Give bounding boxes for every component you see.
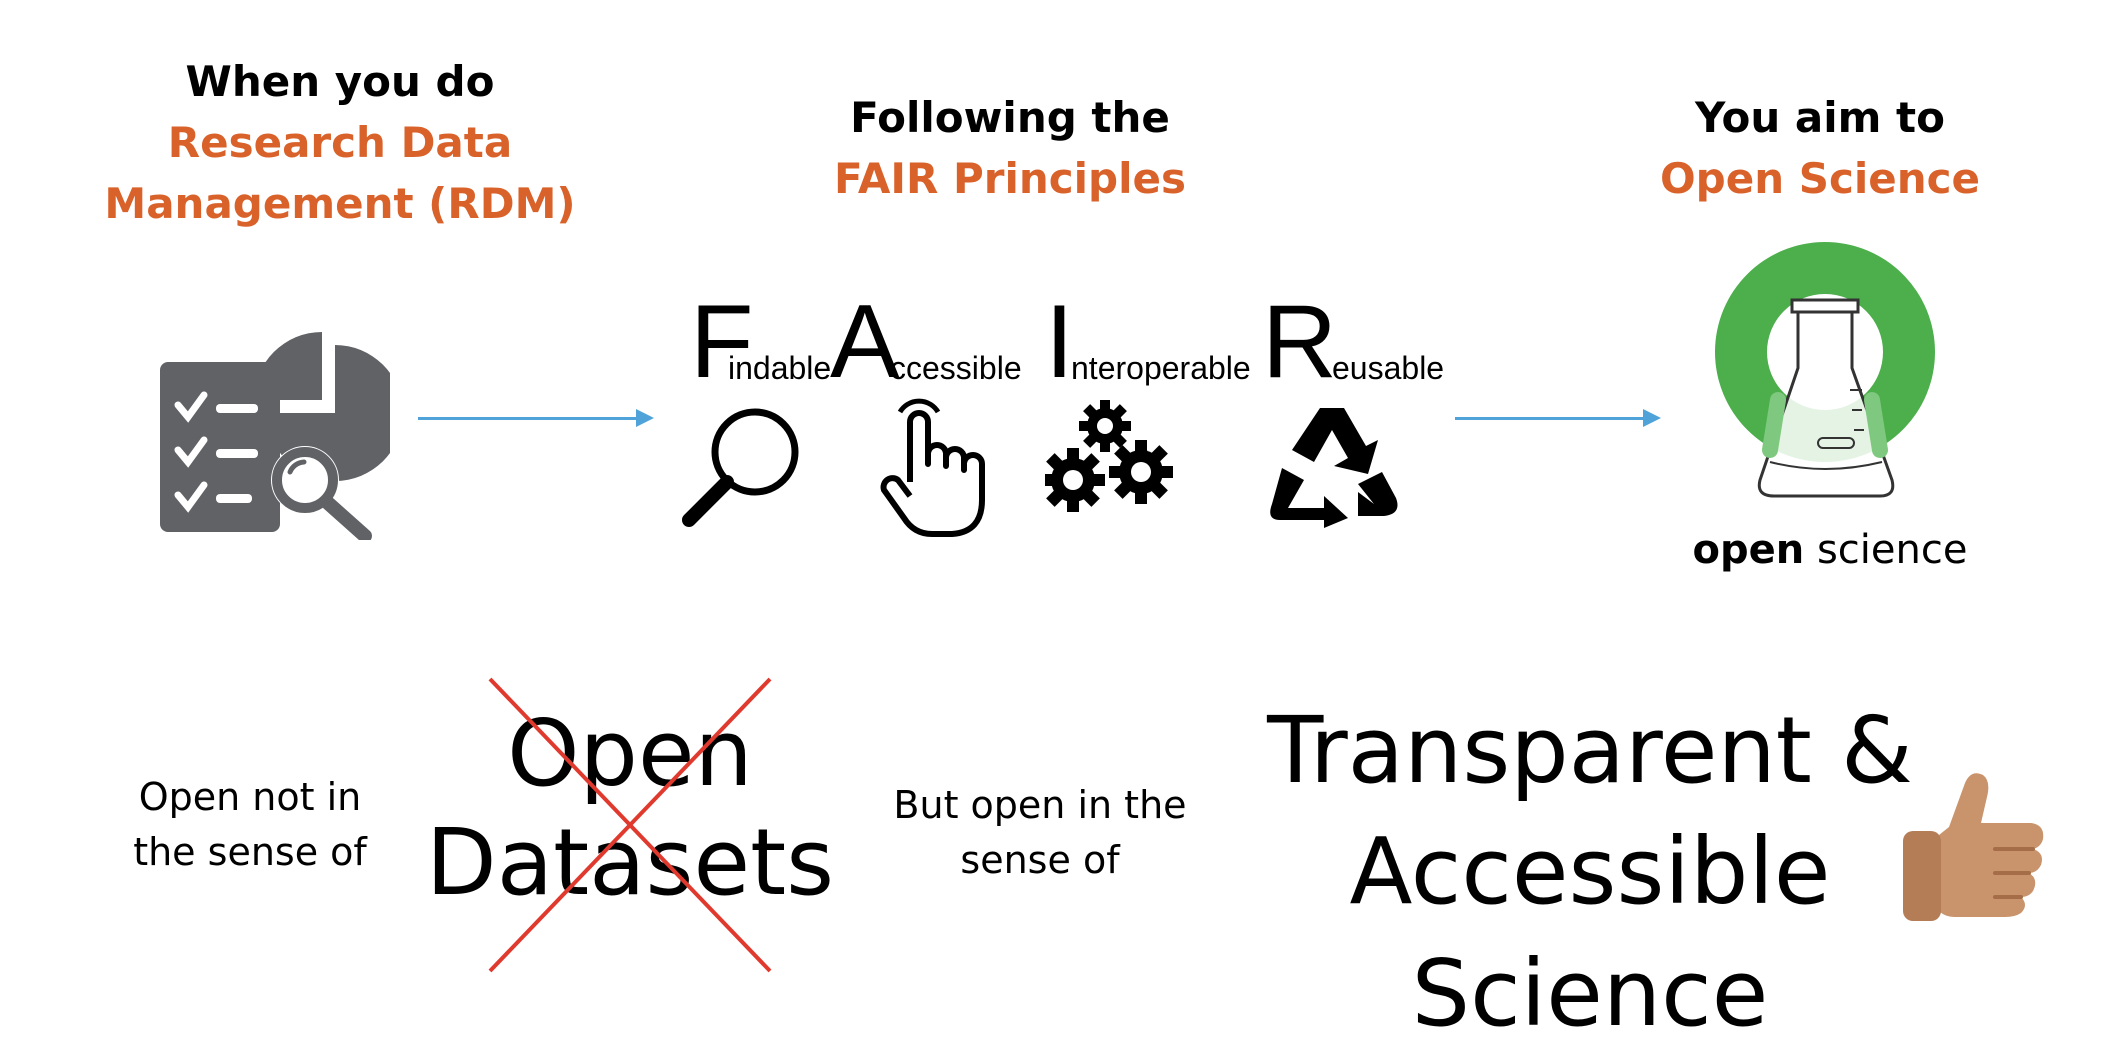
fair-item-reusable: R eusable	[1262, 290, 1444, 394]
but-open-line2: sense of	[960, 838, 1120, 883]
open-not-in-sense-text: Open not in the sense of	[110, 770, 390, 880]
fair-heading-line1: Following the	[850, 93, 1170, 142]
result-line1: Transparent &	[1267, 697, 1913, 804]
fair-letter-r: R	[1262, 284, 1338, 400]
result-line2: Accessible	[1349, 818, 1831, 926]
result-line3: Science	[1411, 939, 1769, 1047]
fair-rest-accessible: ccessible	[890, 350, 1022, 386]
red-cross-mark	[488, 677, 772, 973]
gears-icon	[1045, 400, 1173, 512]
logo-text-light: science	[1816, 527, 1968, 573]
logo-text-bold: open	[1692, 527, 1805, 573]
rdm-heading: When you do Research Data Management (RD…	[60, 52, 620, 235]
fair-letter-a: A	[830, 284, 900, 400]
open-science-logo-text: open science	[1690, 530, 1970, 570]
transparent-accessible-science: Transparent & Accessible Science	[1250, 690, 1930, 1054]
arrow-fair-to-open-science	[1455, 417, 1645, 420]
rdm-heading-line3: Management (RDM)	[104, 178, 576, 228]
but-open-in-sense-text: But open in the sense of	[870, 778, 1210, 888]
magnifier-icon	[682, 408, 799, 527]
fair-letter-f: F	[690, 284, 754, 400]
fair-rest-interoperable: nteroperable	[1071, 350, 1251, 386]
fair-letter-i: I	[1045, 284, 1074, 400]
open-science-flask-logo	[1715, 242, 1935, 498]
open-science-heading-line2: Open Science	[1659, 153, 1981, 203]
rdm-checklist-chart-icon	[160, 332, 390, 540]
fair-item-interoperable: I nteroperable	[1045, 290, 1251, 394]
open-not-line1: Open not in	[138, 775, 362, 819]
crossed-line1: Open	[507, 700, 753, 807]
but-open-line1: But open in the	[893, 783, 1187, 827]
recycle-icon	[1270, 408, 1398, 528]
fair-heading: Following the FAIR Principles	[760, 88, 1260, 210]
arrow-rdm-to-fair-head	[636, 409, 654, 427]
rdm-heading-line1: When you do	[185, 57, 495, 106]
rdm-heading-line2: Research Data	[167, 117, 513, 167]
pointing-hand-icon	[880, 398, 985, 537]
open-science-heading-line1: You aim to	[1695, 93, 1945, 142]
arrow-rdm-to-fair	[418, 417, 638, 420]
fair-rest-reusable: eusable	[1332, 350, 1445, 386]
fair-item-accessible: A ccessible	[830, 290, 1030, 394]
fair-heading-line2: FAIR Principles	[834, 153, 1186, 203]
fair-rest-findable: indable	[728, 350, 832, 386]
fair-item-findable: F indable	[690, 290, 840, 394]
open-science-heading: You aim to Open Science	[1580, 88, 2060, 210]
open-not-line2: the sense of	[133, 830, 367, 875]
arrow-fair-to-open-science-head	[1643, 409, 1661, 427]
thumbs-up-icon	[1903, 773, 2044, 921]
